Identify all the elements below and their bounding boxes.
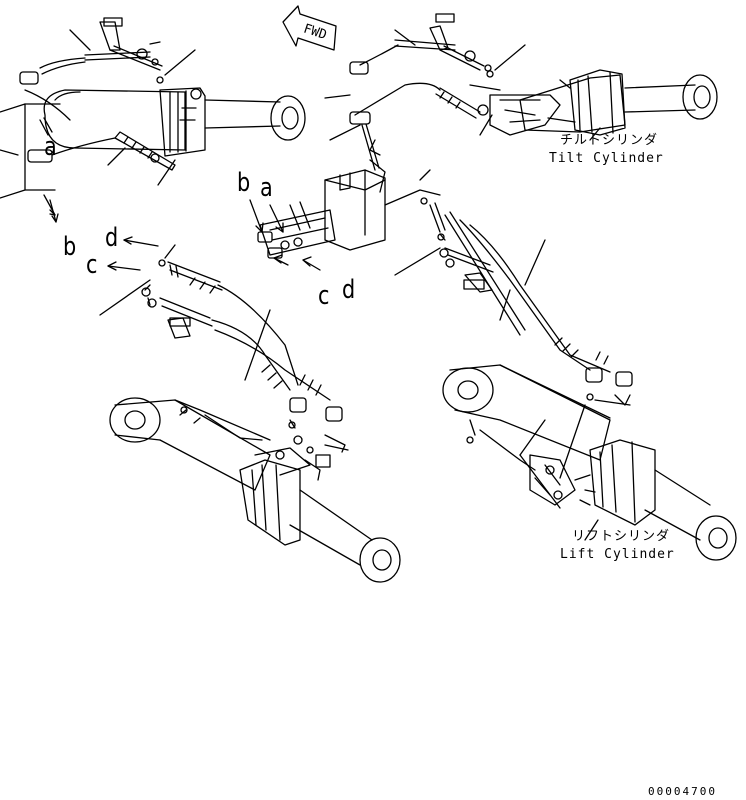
letter-b-left: b — [63, 232, 77, 262]
letter-d-left: d — [105, 223, 119, 253]
control-valve — [257, 123, 446, 259]
letter-b-center: b — [237, 168, 251, 198]
tilt-cylinder-label-en: Tilt Cylinder — [549, 151, 664, 166]
drawing-code: 00004700 — [648, 785, 717, 798]
fwd-arrow-icon: FWD — [282, 5, 337, 51]
tilt-cylinder-left — [0, 17, 306, 216]
lift-cylinder-label-en: Lift Cylinder — [560, 547, 675, 562]
lift-cylinder-label-jp: リフトシリンダ — [572, 529, 671, 544]
letter-a-center: a — [260, 173, 273, 203]
connection-arrows — [49, 199, 321, 271]
tilt-cylinder-label-jp: チルトシリンダ — [560, 133, 659, 148]
letter-d-center: d — [342, 275, 356, 305]
letter-c-left: c — [86, 250, 98, 280]
lift-cylinder-left — [99, 244, 401, 583]
tilt-cylinder-right — [324, 13, 718, 141]
fwd-label: FWD — [301, 22, 328, 44]
lift-cylinder-right — [394, 211, 737, 561]
letter-a-left: a — [44, 132, 57, 162]
letter-c-center: c — [318, 281, 330, 311]
leader-lines — [584, 127, 601, 541]
